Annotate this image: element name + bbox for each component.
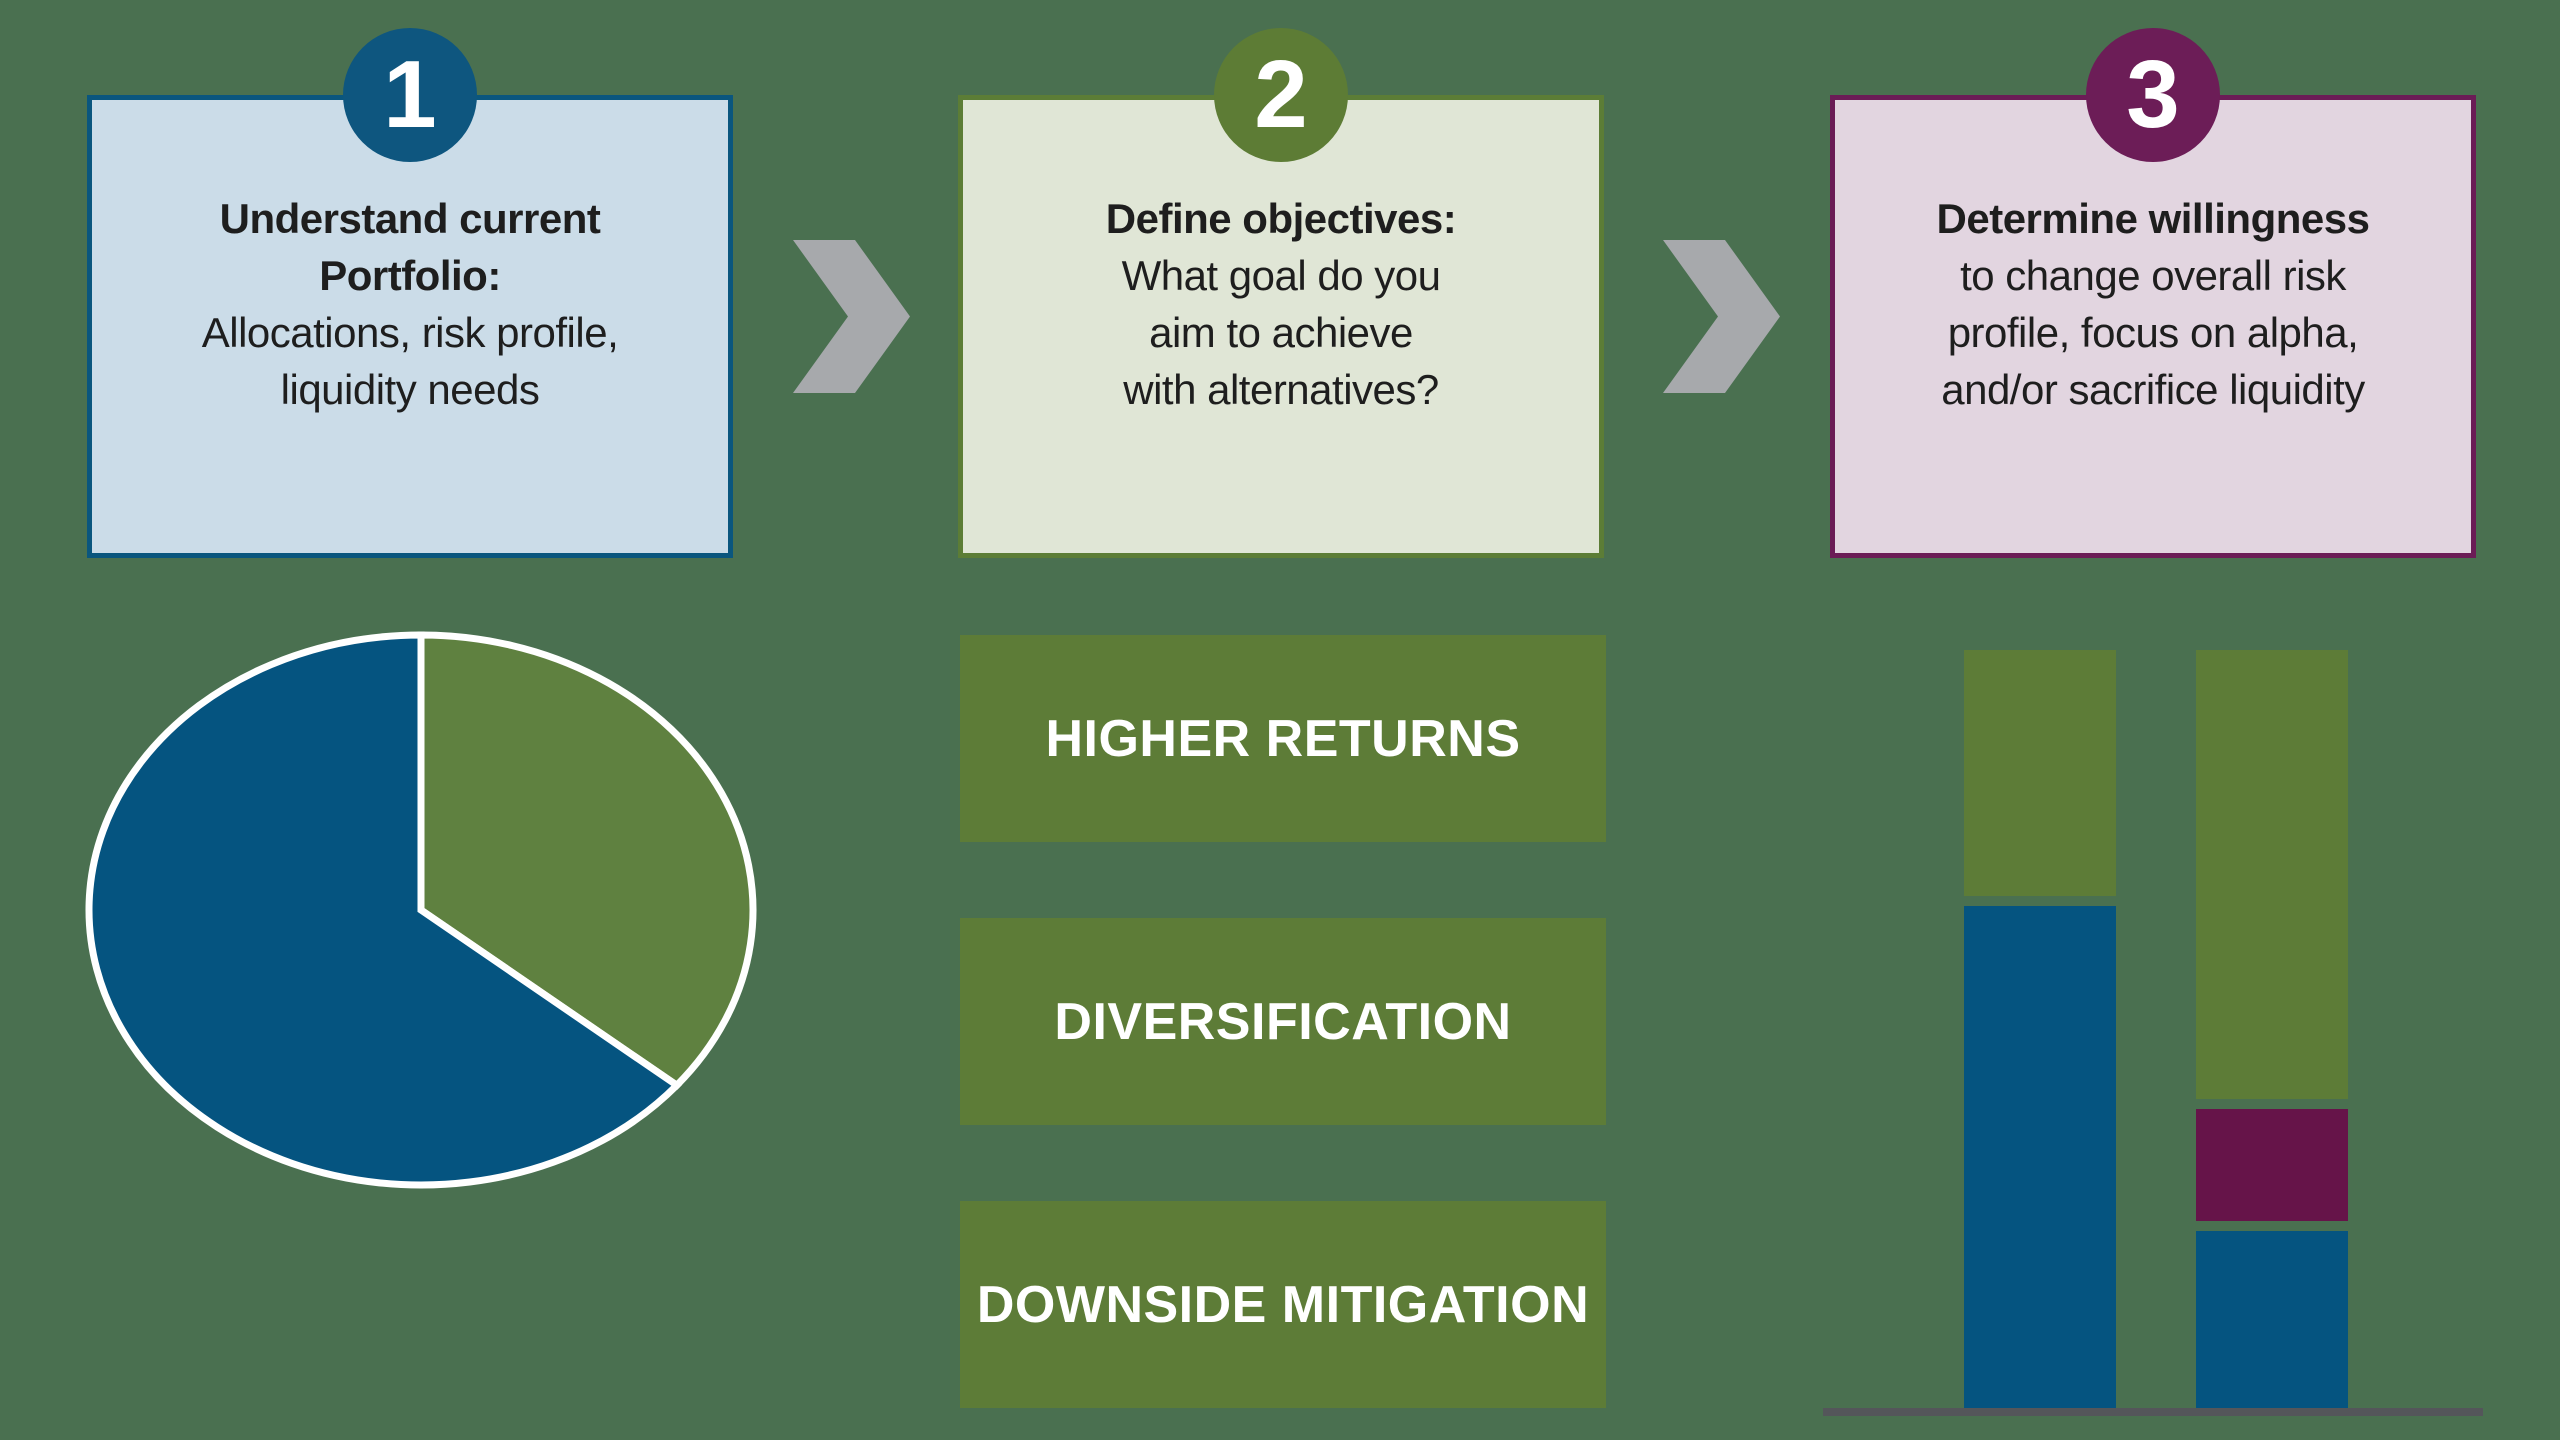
step-1-number: 1 <box>383 41 437 148</box>
step-2-body-line: with alternatives? <box>1123 366 1439 413</box>
step-3-number-badge: 3 <box>2086 28 2220 162</box>
stacked-bar-2 <box>2196 650 2348 1408</box>
step-3-box: Determine willingness to change overall … <box>1830 95 2476 558</box>
objective-label: DIVERSIFICATION <box>1054 992 1512 1051</box>
stacked-bar-1 <box>1964 650 2116 1408</box>
step-1-body-line: Allocations, risk profile, <box>201 309 619 356</box>
pie-slice-green-slice <box>417 631 757 1090</box>
step-3-body-line: profile, focus on alpha, <box>1947 309 2359 356</box>
pie-slice-blue-slice <box>85 631 683 1189</box>
portfolio-pie-chart <box>85 631 757 1189</box>
objective-label: HIGHER RETURNS <box>1045 709 1521 768</box>
objective-pill-diversification: DIVERSIFICATION <box>960 918 1606 1125</box>
step-3-body-line: and/or sacrifice liquidity <box>1941 366 2365 413</box>
bar-segment-olive <box>2196 650 2348 1099</box>
step-2-body-line: What goal do you <box>1121 252 1441 299</box>
step-1-number-badge: 1 <box>343 28 477 162</box>
step-3-title-line: Determine willingness <box>1936 195 2370 242</box>
chevron-right-icon <box>1663 240 1780 393</box>
objective-pill-downside-mitigation: DOWNSIDE MITIGATION <box>960 1201 1606 1408</box>
step-2-title-line: Define objectives: <box>1105 195 1457 242</box>
objective-label: DOWNSIDE MITIGATION <box>976 1275 1590 1334</box>
chevron-right-icon <box>793 240 910 393</box>
step-2-body-line: aim to achieve <box>1149 309 1413 356</box>
bar-segment-olive <box>1964 650 2116 896</box>
step-2-number: 2 <box>1254 41 1308 148</box>
step-2-box: Define objectives: What goal do you aim … <box>958 95 1604 558</box>
step-3-body-line: to change overall risk <box>1960 252 2346 299</box>
step-1-body-line: liquidity needs <box>280 366 540 413</box>
objective-pill-higher-returns: HIGHER RETURNS <box>960 635 1606 842</box>
bar-segment-blue <box>1964 906 2116 1408</box>
step-2-number-badge: 2 <box>1214 28 1348 162</box>
bar-chart-axis-line <box>1823 1408 2483 1416</box>
step-1-title-line: Understand current <box>219 195 601 242</box>
step-3-number: 3 <box>2126 41 2180 148</box>
bar-segment-blue <box>2196 1231 2348 1408</box>
bar-segment-purple <box>2196 1109 2348 1221</box>
step-1-title-line: Portfolio: <box>319 252 501 299</box>
step-1-box: Understand current Portfolio: Allocation… <box>87 95 733 558</box>
